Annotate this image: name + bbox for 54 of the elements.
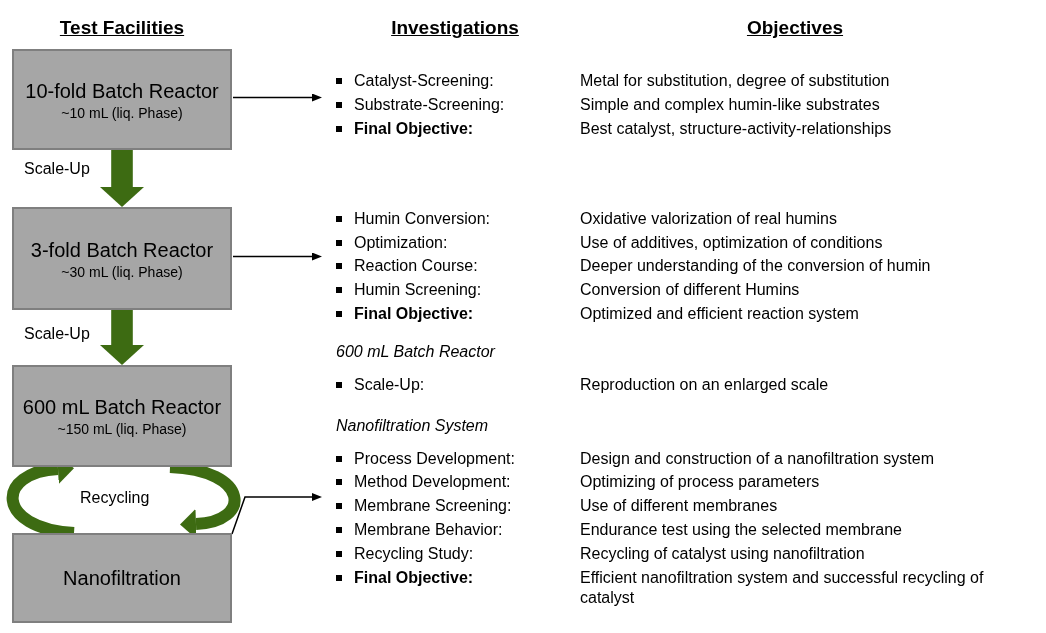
facility-box [12, 49, 232, 150]
objective-text: Oxidative valorization of real humins [580, 209, 837, 229]
facility-box [12, 533, 232, 623]
objective-text: Metal for substitution, degree of substitution [580, 71, 890, 91]
objective-text: Deeper understanding of the conversion of humin [580, 256, 931, 276]
objective-text: Design and construction of a nanofiltration system [580, 449, 934, 469]
investigation-item: Membrane Behavior: [336, 520, 503, 540]
investigation-item: Method Development: [336, 472, 511, 492]
volume-text: ~30 mL (liq. Phase) [61, 263, 183, 280]
investigation-item: Scale-Up: [336, 375, 425, 395]
facility-box [12, 207, 232, 310]
arrow [100, 310, 144, 365]
objective-text: Efficient nanofiltration system and successful recycling of catalyst [580, 568, 985, 608]
volume-text: ~10 mL (liq. Phase) [61, 104, 183, 121]
column-heading: Test Facilities [59, 18, 185, 38]
objective-text: Best catalyst, structure-activity-relationships [580, 119, 892, 139]
arrow [232, 93, 322, 102]
objective-text: Conversion of different Humins [580, 280, 800, 300]
facility-name: 600 mL Batch Reactor [22, 395, 222, 419]
objective-text: Endurance test using the selected membrane [580, 520, 902, 540]
objective-text: Optimizing of process parameters [580, 472, 820, 492]
investigation-item: Optimization: [336, 233, 448, 253]
investigation-item: Humin Screening: [336, 280, 482, 300]
volume-text: ~150 mL (liq. Phase) [57, 421, 187, 437]
objective-text: Optimized and efficient reaction system [580, 304, 859, 324]
investigation-item: Process Development: [336, 449, 515, 469]
objective-text: Simple and complex humin-like substrates [580, 95, 880, 115]
objective-text: Use of additives, optimization of conditions [580, 233, 883, 253]
arrow [100, 150, 144, 207]
investigation-item: Final Objective: [336, 568, 474, 588]
investigation-item: Reaction Course: [336, 256, 478, 276]
facility-name: 10-fold Batch Reactor [25, 78, 219, 103]
investigation-item: Membrane Screening: [336, 496, 512, 516]
investigation-item: Humin Conversion: [336, 209, 491, 229]
objective-text: Reproduction on an enlarged scale [580, 375, 829, 395]
edge-label: Recycling [78, 489, 152, 507]
edge-label: Scale-Up [22, 325, 92, 343]
section-heading: 600 mL Batch Reactor [336, 342, 495, 362]
investigation-item: Catalyst-Screening: [336, 71, 494, 91]
section-heading: Nanofiltration System [336, 416, 489, 436]
objective-text: Recycling of catalyst using nanofiltration [580, 544, 865, 564]
investigation-item: Recycling Study: [336, 544, 474, 564]
arrow [231, 493, 322, 535]
arrow [232, 252, 322, 261]
edge-label: Scale-Up [22, 160, 92, 178]
investigation-item: Final Objective: [336, 119, 474, 139]
facility-name: 3-fold Batch Reactor [30, 237, 214, 262]
objective-text: Use of different membranes [580, 496, 778, 516]
column-heading: Objectives [746, 18, 844, 38]
facility-name: Nanofiltration [63, 566, 181, 590]
column-heading: Investigations [391, 18, 519, 38]
investigation-item: Substrate-Screening: [336, 95, 505, 115]
investigation-item: Final Objective: [336, 304, 474, 324]
facility-box [12, 365, 232, 467]
